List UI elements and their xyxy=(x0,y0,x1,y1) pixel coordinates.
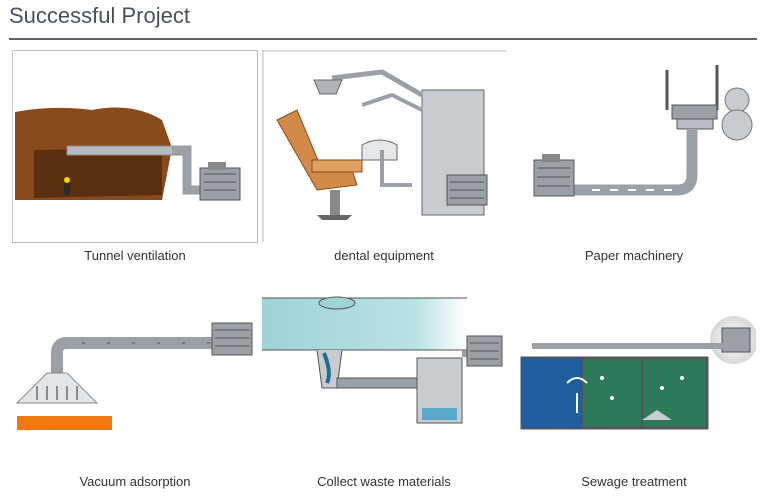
project-card-collect-waste-materials[interactable]: Collect waste materials xyxy=(262,278,506,498)
project-caption: dental equipment xyxy=(334,248,434,263)
project-card-dental-equipment[interactable]: dental equipment xyxy=(262,50,506,270)
title-divider xyxy=(9,38,757,40)
project-caption: Paper machinery xyxy=(584,248,684,263)
tunnel-ventilation-illustration xyxy=(12,50,258,243)
project-card-paper-machinery[interactable]: Paper machinery xyxy=(512,50,756,270)
page-title: Successful Project xyxy=(9,3,190,28)
collect-waste-illustration xyxy=(262,296,503,424)
project-card-vacuum-adsorption[interactable]: Vacuum adsorption xyxy=(12,278,258,498)
project-caption: Collect waste materials xyxy=(317,474,451,489)
project-caption: Vacuum adsorption xyxy=(79,474,191,489)
project-caption: Tunnel ventilation xyxy=(84,248,186,263)
dental-equipment-illustration xyxy=(262,50,506,242)
sewage-treatment-illustration xyxy=(520,316,756,430)
vacuum-adsorption-illustration xyxy=(15,322,253,430)
project-card-tunnel-ventilation[interactable]: Tunnel ventilation xyxy=(12,50,258,270)
paper-machinery-illustration xyxy=(533,65,753,197)
project-caption: Sewage treatment xyxy=(581,474,687,489)
project-card-sewage-treatment[interactable]: Sewage treatment xyxy=(512,278,756,498)
